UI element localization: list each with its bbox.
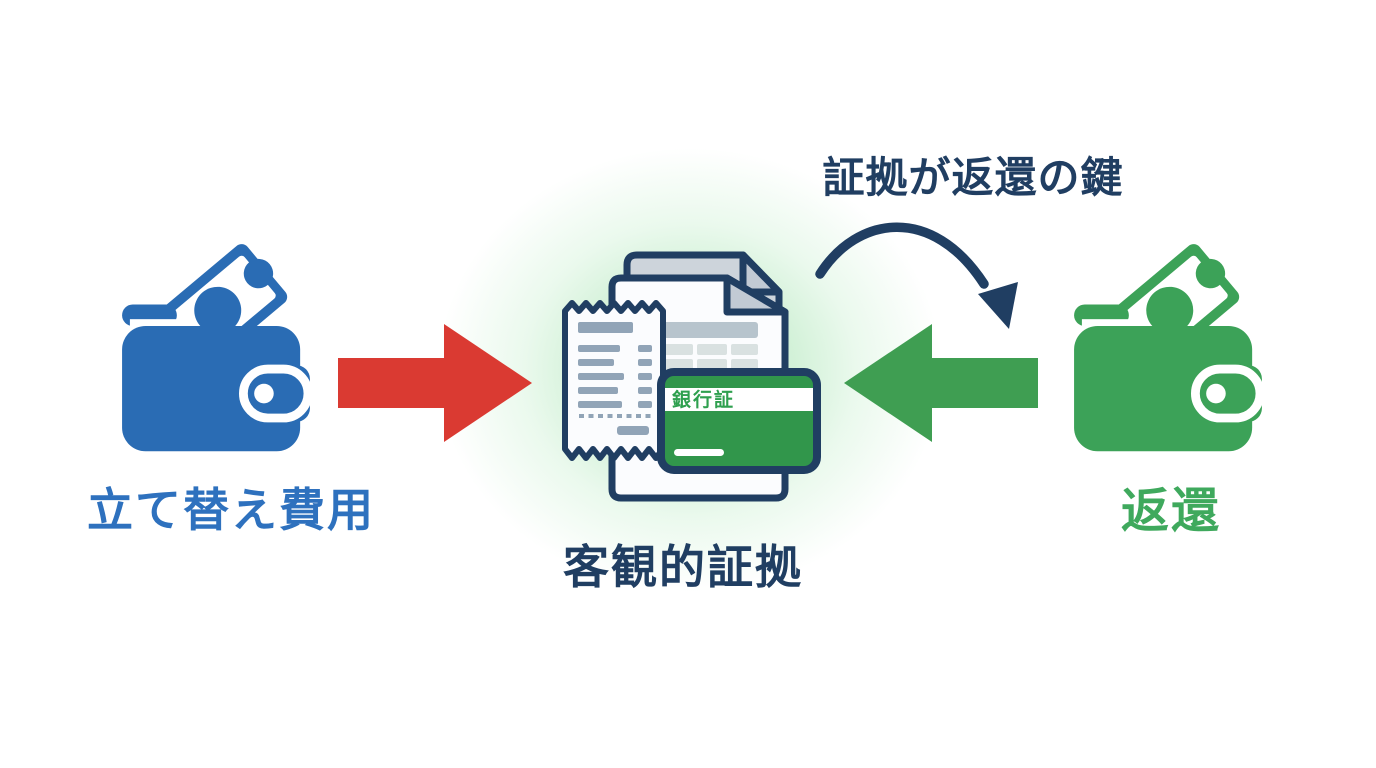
wallet-clasp	[1190, 364, 1265, 423]
evidence-documents-icon: 銀行証	[562, 251, 821, 502]
wallet-slot	[129, 319, 181, 328]
wallet-clasp-dot	[1206, 383, 1226, 404]
card-signature-bar	[674, 449, 724, 456]
blue-wallet-icon	[122, 244, 313, 452]
keynote-label: 証拠が返還の鍵	[822, 154, 1124, 201]
card-text: 銀行証	[672, 388, 735, 411]
red-arrow-icon	[338, 324, 532, 442]
card-stripe	[665, 388, 813, 411]
wallet-clasp-dot	[254, 383, 274, 404]
curved-arrow-icon	[815, 222, 1018, 329]
refund-label: 返還	[1120, 485, 1222, 538]
wallet-body	[122, 326, 301, 452]
wallet-clasp	[238, 364, 313, 423]
expense-label: 立て替え費用	[87, 484, 375, 536]
wallet-body	[1074, 326, 1253, 452]
receipt-icon	[562, 300, 666, 461]
green-arrow-icon	[844, 324, 1038, 442]
green-wallet-icon	[1074, 244, 1265, 452]
bank-card-icon: 銀行証	[657, 368, 821, 474]
evidence-label: 客観的証拠	[563, 541, 803, 593]
wallet-slot	[1081, 319, 1133, 328]
